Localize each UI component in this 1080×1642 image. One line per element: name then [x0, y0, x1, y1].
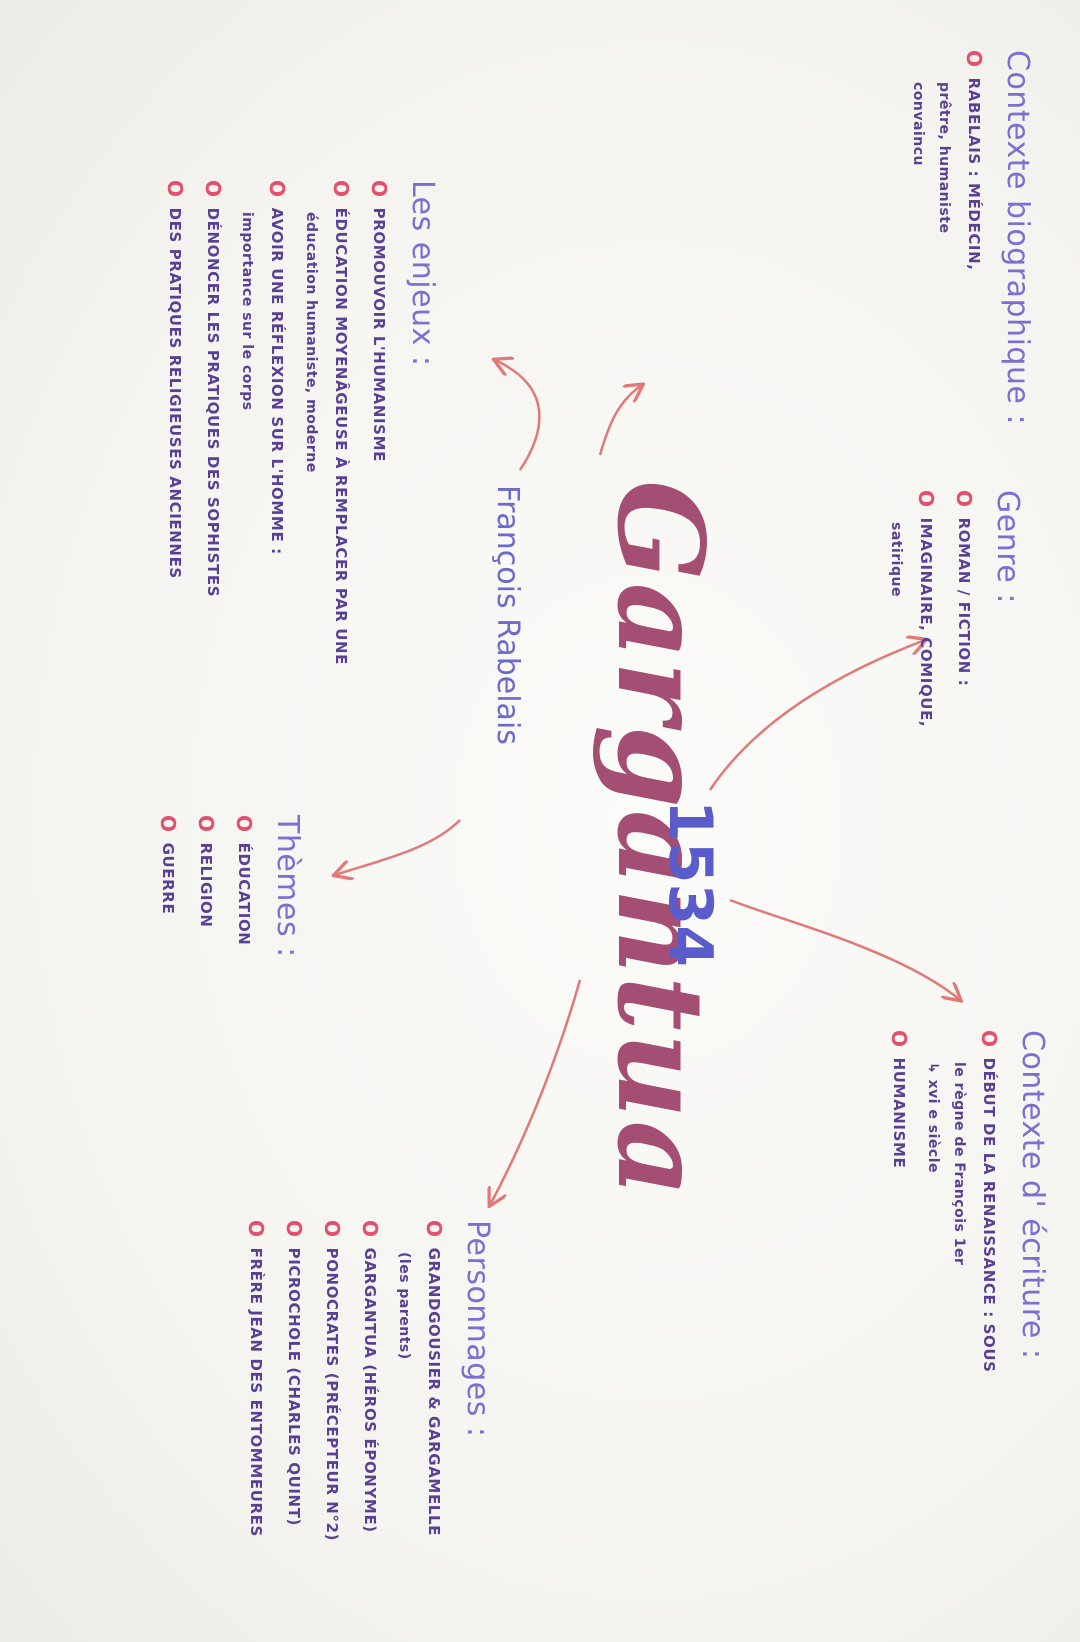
item-text: Promouvoir l'humanisme	[370, 207, 388, 462]
bullet-icon: o	[320, 1220, 344, 1238]
bullet-icon: o	[163, 180, 187, 198]
item-text: Guerre	[159, 842, 177, 915]
list-item: oGargantua (héros éponyme)	[358, 1220, 382, 1541]
list-item: oÉducation	[232, 815, 256, 958]
bullet-icon: o	[156, 815, 180, 833]
list-item: oAvoir une réflexion sur l'homme :	[265, 180, 289, 665]
item-continuation: le règne de François 1er	[951, 1062, 967, 1266]
section-heading: Les enjeux :	[405, 180, 440, 367]
list-item: oRoman / Fiction :	[952, 490, 976, 727]
item-text: Éducation	[235, 842, 253, 946]
bullet-icon: o	[329, 180, 353, 198]
list-item: oGuerre	[156, 815, 180, 958]
list-item: oFrère Jean des Entommeures	[244, 1220, 268, 1541]
publication-year: 1534	[655, 800, 725, 967]
item-text: Religion	[197, 842, 215, 928]
item-text: Début de la Renaissance : sous	[980, 1057, 998, 1373]
item-text: Humanisme	[890, 1057, 908, 1169]
item-continuation: importance sur le corps	[239, 212, 255, 411]
item-text: Avoir une réflexion sur l'homme :	[268, 207, 286, 555]
bullet-icon: o	[358, 1220, 382, 1238]
arrow-to-contexte-ecriture	[729, 898, 960, 1000]
section-genre: Genre :oRoman / Fiction :oImaginaire, co…	[888, 490, 1025, 727]
section-heading: Genre :	[990, 490, 1025, 604]
list-item: oÉducation moyenâgeuse à remplacer par u…	[329, 180, 353, 665]
item-text: Dénoncer les pratiques des sophistes	[204, 207, 222, 598]
section-enjeux: Les enjeux :oPromouvoir l'humanismeoÉduc…	[163, 180, 440, 665]
list-item: oRabelais : médecin,	[962, 50, 986, 425]
list-item: oDénoncer les pratiques des sophistes	[201, 180, 225, 665]
bullet-icon: o	[265, 180, 289, 198]
list-item: oImaginaire, comique,	[914, 490, 938, 727]
bullet-icon: o	[887, 1030, 911, 1048]
list-item: oPicrochole (Charles Quint)	[282, 1220, 306, 1541]
item-continuation: éducation humaniste, moderne	[303, 212, 319, 473]
author-name: François Rabelais	[490, 485, 525, 745]
section-heading: Contexte d' écriture :	[1015, 1030, 1050, 1360]
item-text: Picrochole (Charles Quint)	[285, 1247, 303, 1526]
bullet-icon: o	[232, 815, 256, 833]
list-item: oPonocrates (précepteur n°2)	[320, 1220, 344, 1541]
bullet-icon: o	[194, 815, 218, 833]
bullet-icon: o	[914, 490, 938, 508]
item-text: Frère Jean des Entommeures	[247, 1247, 265, 1537]
bullet-icon: o	[977, 1030, 1001, 1048]
item-continuation: ↳ xvi e siècle	[925, 1062, 941, 1174]
item-text: Gargantua (héros éponyme)	[361, 1247, 379, 1533]
arrow-to-enjeux	[495, 360, 541, 471]
list-item: oGrandgousier & Gargamelle	[422, 1220, 446, 1541]
section-heading: Personnages :	[460, 1220, 495, 1438]
item-text: Grandgousier & Gargamelle	[425, 1247, 443, 1536]
item-continuation: (les parents)	[396, 1252, 412, 1360]
arrow-to-genre	[708, 640, 925, 791]
bullet-icon: o	[962, 50, 986, 68]
bullet-icon: o	[282, 1220, 306, 1238]
section-heading: Contexte biographique :	[1000, 50, 1035, 426]
bullet-icon: o	[201, 180, 225, 198]
list-item: oReligion	[194, 815, 218, 958]
bullet-icon: o	[244, 1220, 268, 1238]
arrow-to-themes	[335, 819, 461, 875]
item-text: Roman / Fiction :	[955, 517, 973, 687]
list-item: oPromouvoir l'humanisme	[367, 180, 391, 665]
section-heading: Thèmes :	[270, 815, 305, 958]
item-text: Éducation moyenâgeuse à remplacer par un…	[332, 207, 350, 666]
list-item: oHumanisme	[887, 1030, 911, 1373]
item-continuation: convaincu	[910, 82, 926, 166]
list-item: oDébut de la Renaissance : sous	[977, 1030, 1001, 1373]
item-text: Imaginaire, comique,	[917, 517, 935, 728]
item-continuation: prêtre, humaniste	[936, 82, 952, 234]
item-text: Des pratiques religieuses anciennes	[166, 207, 184, 579]
section-contexte-biographique: Contexte biographique : oRabelais : médec…	[910, 50, 1035, 425]
section-themes: Thèmes :oÉducationoReligionoGuerre	[156, 815, 305, 958]
item-text: Rabelais : médecin,	[965, 77, 983, 271]
bullet-icon: o	[422, 1220, 446, 1238]
arrow-to-contexte-bio	[598, 385, 642, 456]
item-text: Ponocrates (précepteur n°2)	[323, 1247, 341, 1542]
section-contexte-ecriture: Contexte d' écriture : oDébut de la Renai…	[887, 1030, 1050, 1373]
list-item: oDes pratiques religieuses anciennes	[163, 180, 187, 665]
item-continuation: satirique	[888, 522, 904, 597]
section-personnages: Personnages : oGrandgousier & Gargamelle (…	[244, 1220, 495, 1541]
arrow-to-personnages	[490, 979, 582, 1205]
bullet-icon: o	[952, 490, 976, 508]
bullet-icon: o	[367, 180, 391, 198]
